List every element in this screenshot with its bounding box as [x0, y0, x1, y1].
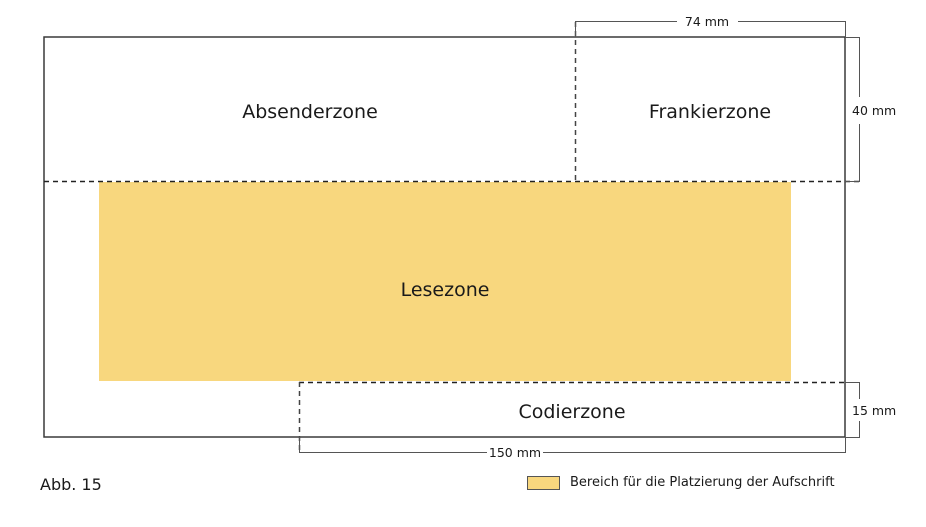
legend-label: Bereich für die Platzierung der Aufschri…	[570, 475, 835, 490]
dim-line-150mm-right	[543, 437, 846, 453]
dim-label-codier-width: 150 mm	[489, 445, 541, 460]
figure-caption: Abb. 15	[40, 475, 102, 494]
dim-line-15mm-top	[845, 382, 860, 399]
dim-label-frankier-width: 74 mm	[685, 14, 729, 29]
dim-line-74mm-right	[738, 21, 846, 37]
dim-line-40mm-top	[845, 37, 860, 97]
zone-label-lese: Lesezone	[401, 279, 490, 301]
legend: Bereich für die Platzierung der Aufschri…	[527, 475, 835, 490]
zone-label-absender: Absenderzone	[242, 101, 378, 123]
dim-label-frankier-height: 40 mm	[852, 103, 896, 118]
dim-line-74mm-left	[575, 21, 677, 37]
zone-label-codier: Codierzone	[518, 401, 625, 423]
legend-swatch	[527, 475, 560, 490]
envelope-outline	[43, 36, 846, 438]
lesezone-area	[99, 182, 791, 381]
dim-line-40mm-bottom	[845, 124, 860, 182]
zone-label-frankier: Frankierzone	[649, 101, 771, 123]
dim-line-15mm-bottom	[845, 421, 860, 438]
dim-line-150mm-left	[299, 437, 487, 453]
dim-label-codier-height: 15 mm	[852, 403, 896, 418]
